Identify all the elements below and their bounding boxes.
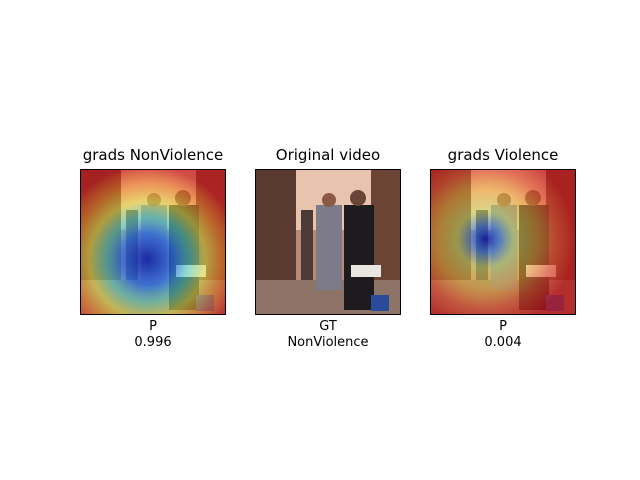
heatmap-nonviolence-image: [80, 169, 226, 315]
panel-title: grads NonViolence: [82, 146, 224, 164]
panel-title: Original video: [275, 146, 381, 164]
original-video-frame: [255, 169, 401, 315]
prediction-score: 0.004: [484, 335, 522, 350]
heatmap-violence-image: [430, 169, 576, 315]
panel-title: grads Violence: [447, 146, 559, 164]
prediction-score: 0.996: [134, 335, 172, 350]
prediction-label: P: [149, 319, 157, 334]
ground-truth-class: NonViolence: [287, 335, 369, 350]
prediction-label: P: [499, 319, 507, 334]
ground-truth-label: GT: [319, 319, 337, 334]
